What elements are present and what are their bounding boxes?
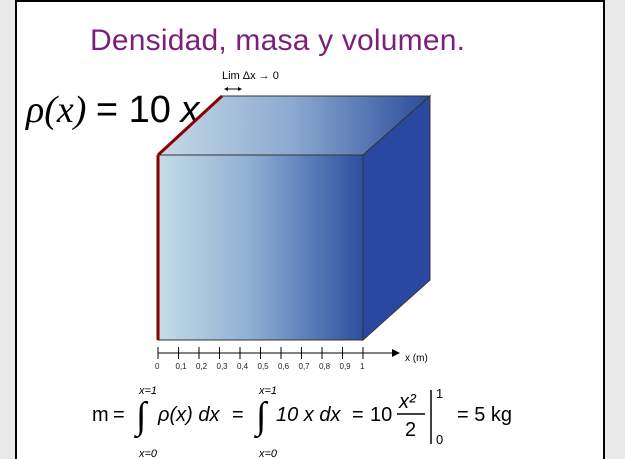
x-tick-label: 0,5 bbox=[257, 362, 269, 371]
density-eq: = 10 bbox=[95, 89, 171, 131]
integral-sign-1: ∫ bbox=[134, 395, 149, 439]
int1-lower: x=0 bbox=[138, 448, 158, 459]
fraction-denominator: 2 bbox=[405, 419, 416, 441]
integral-sign-2: ∫ bbox=[254, 395, 269, 439]
x-axis-arrow bbox=[392, 349, 400, 357]
cube-red-top-edge bbox=[156, 94, 224, 157]
int2-upper: x=1 bbox=[258, 385, 277, 397]
x-tick-label: 0,8 bbox=[319, 362, 331, 371]
x-tick-label: 0,3 bbox=[216, 362, 228, 371]
x-tick-label: 0,6 bbox=[278, 362, 290, 371]
svg-text:=: = bbox=[352, 404, 364, 426]
eval-upper: 1 bbox=[436, 386, 443, 401]
x-axis-ticks bbox=[157, 347, 364, 359]
formula-m: m bbox=[92, 404, 109, 426]
svg-text:=: = bbox=[232, 404, 244, 426]
x-tick-label: 0,1 bbox=[175, 362, 187, 371]
limit-label: Lim Δx → 0 bbox=[222, 70, 279, 82]
int1-upper: x=1 bbox=[138, 385, 157, 397]
x-tick-label: 0,4 bbox=[237, 362, 249, 371]
density-lhs: ρ(x) bbox=[26, 89, 87, 131]
int2-lower: x=0 bbox=[258, 448, 278, 459]
density-formula: ρ(x) = 10 x bbox=[26, 88, 199, 132]
integrand-1: ρ(x) dx bbox=[157, 404, 220, 426]
eval-lower: 0 bbox=[436, 432, 443, 447]
cube-front-face bbox=[157, 154, 364, 341]
x-tick-label: 0 bbox=[155, 362, 160, 371]
slide-title: Densidad, masa y volumen. bbox=[90, 24, 466, 57]
integrand-2: 10 x dx bbox=[276, 404, 341, 426]
x-tick-label: 0,7 bbox=[298, 362, 310, 371]
x-tick-label: 0,9 bbox=[339, 362, 351, 371]
formula-coef: 10 bbox=[370, 404, 392, 426]
svg-text:=: = bbox=[113, 404, 125, 426]
x-tick-label: 1 bbox=[360, 362, 365, 371]
x-tick-label: 0,2 bbox=[196, 362, 208, 371]
fraction-numerator: x² bbox=[398, 391, 417, 413]
x-axis-label: x (m) bbox=[405, 353, 428, 364]
formula-result: = 5 kg bbox=[457, 404, 512, 426]
